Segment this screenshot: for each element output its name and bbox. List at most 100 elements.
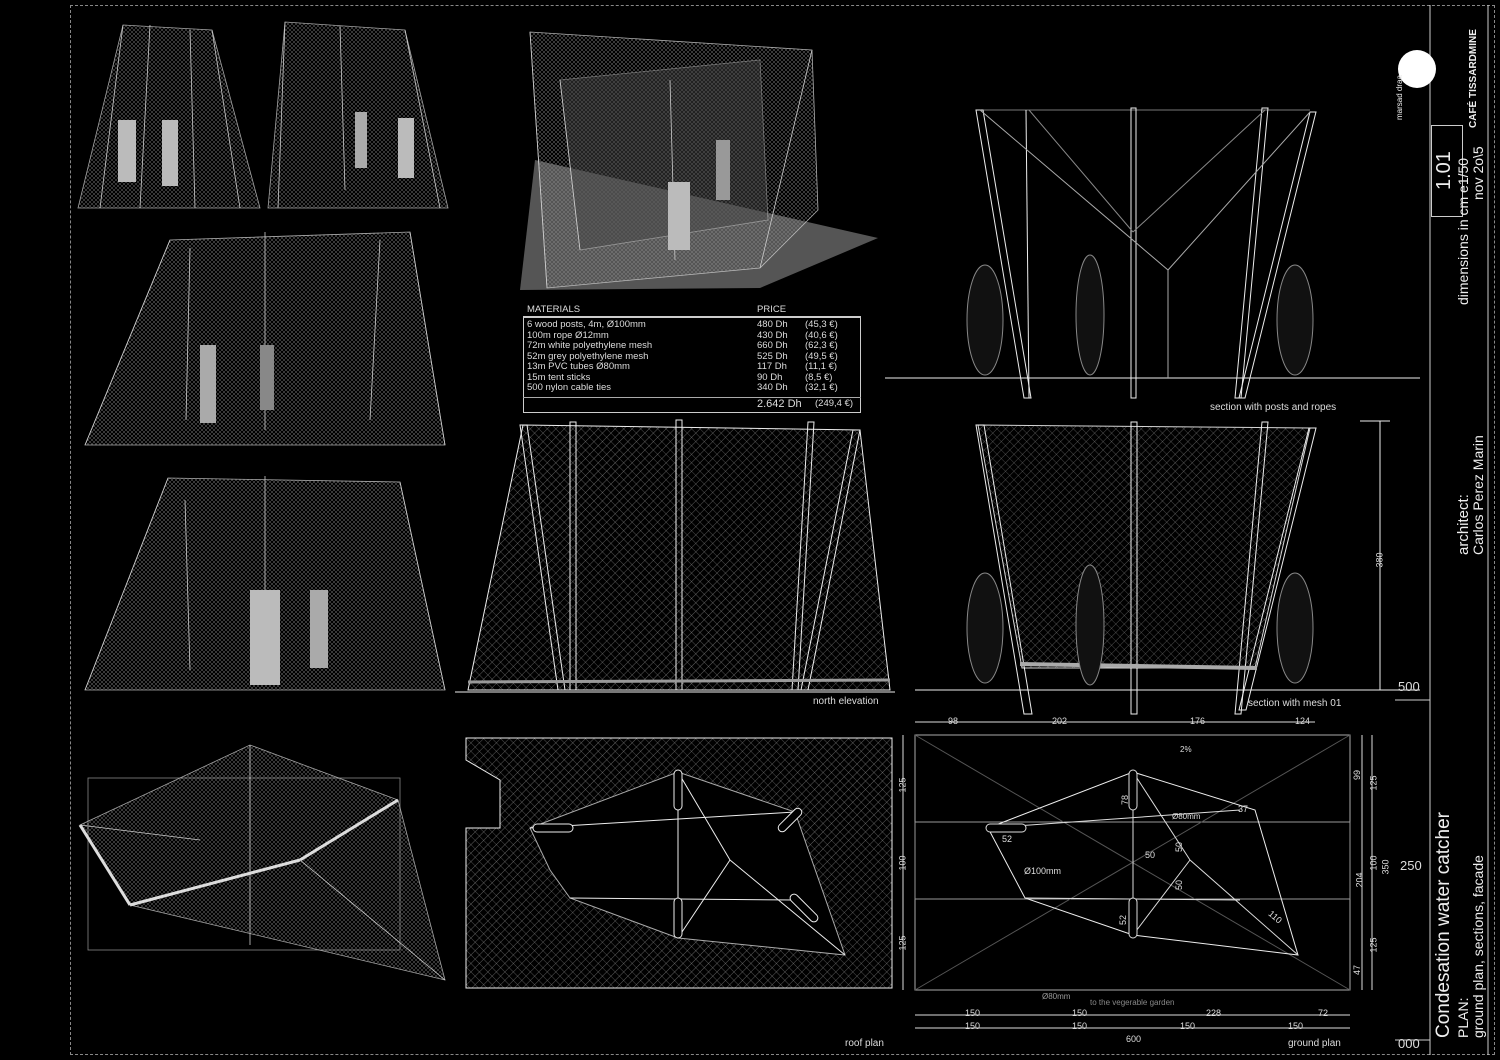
material-price-dh: 525 Dh bbox=[757, 350, 788, 362]
north-elevation bbox=[455, 419, 895, 693]
sheet-subtitle-1: PLAN: bbox=[1455, 997, 1471, 1038]
plan-dim-left: 100 bbox=[897, 855, 908, 871]
level-000: 000 bbox=[1398, 1036, 1420, 1051]
sheet-frame bbox=[70, 5, 1495, 1055]
material-price-dh: 430 Dh bbox=[757, 329, 788, 341]
materials-row: 52m grey polyethylene mesh 525 Dh (49,5 €) bbox=[523, 350, 861, 363]
plan-dim-right: 100 bbox=[1368, 855, 1379, 871]
dim-380: 380 bbox=[1374, 552, 1385, 568]
compass-logo-icon bbox=[1398, 50, 1436, 88]
material-price-eur: (49,5 €) bbox=[805, 350, 838, 362]
plan-dim-right: 125 bbox=[1368, 775, 1379, 791]
sheet-date: nov 2o\5 bbox=[1470, 146, 1486, 200]
material-price-eur: (40,6 €) bbox=[805, 329, 838, 341]
material-price-eur: (8,5 €) bbox=[805, 371, 833, 383]
title-block bbox=[1395, 5, 1489, 1055]
plan-dim-bottom: 228 bbox=[1206, 1008, 1222, 1018]
axonometric-view bbox=[78, 744, 446, 981]
material-price-dh: 117 Dh bbox=[757, 361, 787, 372]
materials-header-item: MATERIALS bbox=[527, 304, 581, 315]
plan-dim-top: 98 bbox=[948, 716, 959, 726]
sheet-subtitle-2: ground plan, sections, facade bbox=[1470, 855, 1486, 1038]
material-price-eur: (32,1 €) bbox=[805, 382, 838, 393]
sheet-title: Condesation water catcher bbox=[1433, 811, 1454, 1038]
materials-total-dh: 2.642 Dh bbox=[757, 397, 802, 410]
plan-dim-total: 600 bbox=[1126, 1034, 1142, 1044]
label-section-mesh: section with mesh 01 bbox=[1248, 698, 1342, 709]
section-posts-and-ropes bbox=[885, 107, 1420, 399]
plan-dim-right: 204 bbox=[1354, 872, 1365, 888]
sheet-number: 1.01 bbox=[1433, 151, 1455, 190]
plan-inner-dim: 50 bbox=[1145, 850, 1156, 860]
materials-row: 100m rope Ø12mm 430 Dh (40,6 €) bbox=[523, 329, 861, 342]
roof-plan bbox=[465, 737, 893, 989]
material-item: 6 wood posts, 4m, Ø100mm bbox=[527, 319, 646, 330]
plan-dim-bottom: 150 bbox=[1072, 1008, 1088, 1018]
plan-dim-bottom: 150 bbox=[965, 1021, 981, 1031]
plan-dim-top: 176 bbox=[1190, 716, 1206, 726]
materials-row: 13m PVC tubes Ø80mm 117 Dh (11,1 €) bbox=[523, 361, 861, 373]
material-price-dh: 340 Dh bbox=[757, 382, 788, 393]
material-price-eur: (11,1 €) bbox=[805, 361, 838, 372]
plan-dim-left: 125 bbox=[897, 935, 908, 951]
plan-dim-bottom: 150 bbox=[1288, 1021, 1304, 1031]
material-price-eur: (45,3 €) bbox=[805, 319, 838, 330]
plan-dim-left: 125 bbox=[897, 777, 908, 793]
architect-name: Carlos Perez Marin bbox=[1470, 435, 1486, 555]
sheet-number-box bbox=[1431, 125, 1463, 217]
material-price-dh: 90 Dh bbox=[757, 371, 783, 383]
plan-dim-bottom: 150 bbox=[965, 1008, 981, 1018]
perspective-view-3 bbox=[520, 31, 878, 290]
plan-inner-dim: Ø100mm bbox=[1024, 866, 1062, 876]
material-item: 500 nylon cable ties bbox=[527, 382, 611, 393]
label-north-elevation: north elevation bbox=[813, 696, 879, 707]
perspective-view-2 bbox=[267, 21, 449, 209]
cafe-logo: CAFÉ TISSARDMINE bbox=[1468, 29, 1479, 128]
material-item: 13m PVC tubes Ø80mm bbox=[527, 361, 630, 372]
materials-row: 500 nylon cable ties 340 Dh (32,1 €) bbox=[523, 382, 861, 394]
plan-inner-dim: 52 bbox=[1002, 834, 1013, 844]
plan-dim-top: 124 bbox=[1295, 716, 1311, 726]
materials-total-eur: (249,4 €) bbox=[815, 397, 854, 409]
level-500: 500 bbox=[1398, 679, 1420, 694]
plan-dim-right: 99 bbox=[1352, 769, 1363, 781]
perspective-view-5 bbox=[84, 476, 446, 691]
dimensions-note: dimensions in cm e1/50 bbox=[1455, 157, 1471, 305]
material-item: 100m rope Ø12mm bbox=[527, 329, 609, 341]
plan-inner-dim: 50 bbox=[1174, 879, 1185, 891]
materials-table: MATERIALS PRICE 6 wood posts, 4m, Ø100mm… bbox=[523, 304, 861, 410]
materials-row: 72m white polyethylene mesh 660 Dh (62,3 €… bbox=[523, 340, 861, 352]
plan-inner-dim: 78 bbox=[1120, 794, 1131, 806]
label-section-posts: section with posts and ropes bbox=[1210, 402, 1337, 413]
material-price-dh: 660 Dh bbox=[757, 340, 788, 351]
materials-header: MATERIALS PRICE bbox=[523, 304, 861, 317]
material-item: 52m grey polyethylene mesh bbox=[527, 350, 649, 362]
plan-slope: 2% bbox=[1180, 745, 1192, 754]
plan-inner-dim: 52 bbox=[1118, 914, 1129, 926]
perspective-view-1 bbox=[77, 24, 261, 209]
perspective-view-4 bbox=[84, 231, 446, 446]
material-item: 72m white polyethylene mesh bbox=[527, 340, 653, 351]
plan-dim-bottom: 150 bbox=[1072, 1021, 1088, 1031]
ground-plan bbox=[902, 721, 1373, 1029]
plan-dim-right-total: 350 bbox=[1380, 859, 1391, 875]
label-roof-plan: roof plan bbox=[845, 1038, 884, 1049]
plan-dim-right: 47 bbox=[1352, 964, 1363, 976]
label-vegetable-garden: to the vegerable garden bbox=[1090, 998, 1175, 1007]
plan-dim-bottom: 150 bbox=[1180, 1021, 1196, 1031]
plan-dim-bottom: 72 bbox=[1318, 1008, 1329, 1018]
marsad-logo: marsad draa bbox=[1395, 75, 1404, 120]
plan-dim-top: 202 bbox=[1052, 716, 1068, 726]
materials-table-frame bbox=[523, 317, 861, 413]
plan-dim-right: 125 bbox=[1368, 937, 1379, 953]
plan-inner-dim: 50 bbox=[1174, 841, 1185, 853]
plan-inner-dim: Ø80mm bbox=[1042, 992, 1071, 1001]
section-with-mesh bbox=[915, 420, 1420, 715]
plan-inner-dim: 37 bbox=[1238, 804, 1249, 814]
level-250: 250 bbox=[1400, 858, 1422, 873]
label-ground-plan: ground plan bbox=[1288, 1038, 1341, 1049]
material-price-eur: (62,3 €) bbox=[805, 340, 838, 351]
